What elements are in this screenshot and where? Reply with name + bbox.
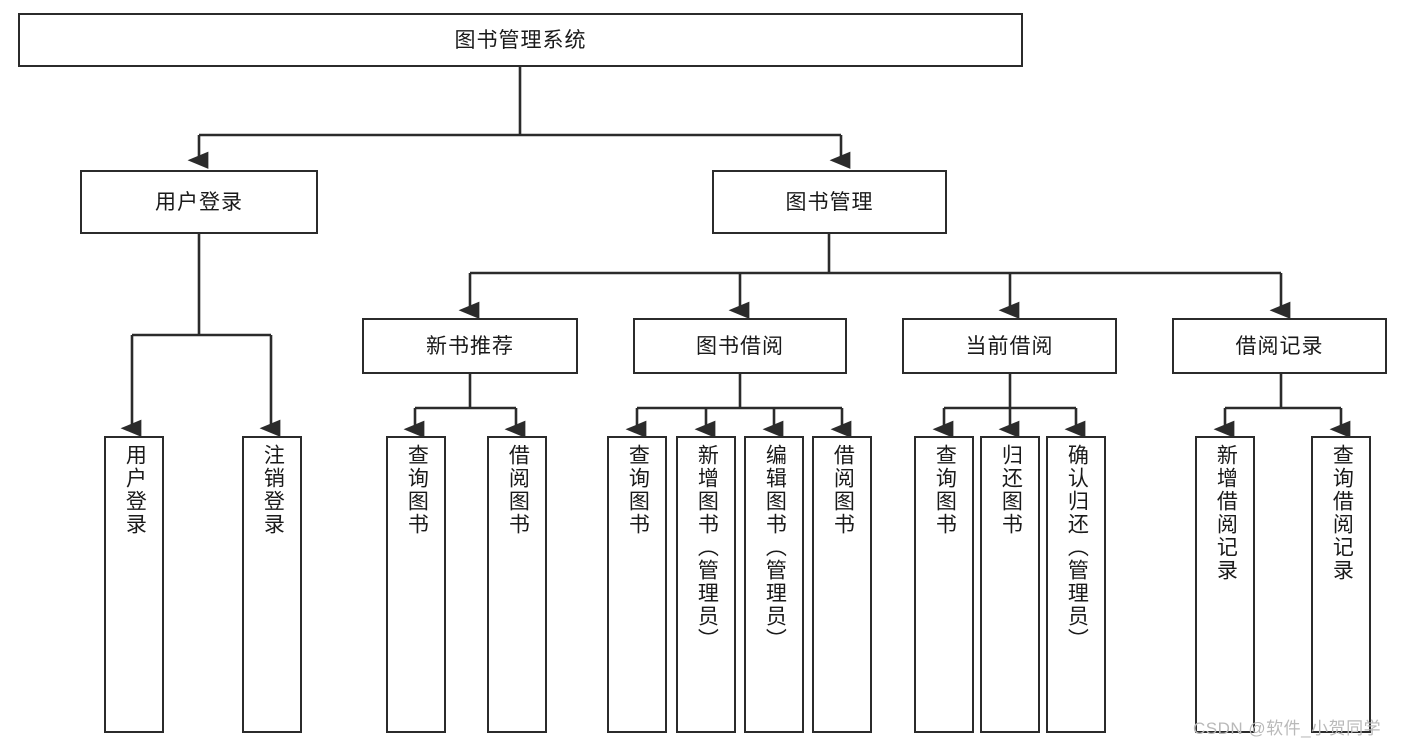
- leaf-label: 查询图书: [626, 444, 650, 536]
- leaf-borrow-record-query[interactable]: 查询借阅记录: [1311, 436, 1371, 733]
- leaf-label: 借阅图书: [506, 444, 530, 536]
- leaf-book-borrow-add[interactable]: 新增图书（管理员）: [676, 436, 736, 733]
- leaf-current-borrow-query[interactable]: 查询图书: [914, 436, 974, 733]
- leaf-new-book-borrow[interactable]: 借阅图书: [487, 436, 547, 733]
- node-current-borrow[interactable]: 当前借阅: [902, 318, 1117, 374]
- leaf-current-borrow-confirm-return[interactable]: 确认归还（管理员）: [1046, 436, 1106, 733]
- leaf-book-borrow-borrow[interactable]: 借阅图书: [812, 436, 872, 733]
- leaf-user-login-logout[interactable]: 注销登录: [242, 436, 302, 733]
- node-book-borrow-label: 图书借阅: [696, 334, 784, 358]
- csdn-watermark: CSDN @软件_小贺同学: [1193, 719, 1382, 738]
- node-current-borrow-label: 当前借阅: [965, 334, 1054, 358]
- node-book-management[interactable]: 图书管理: [712, 170, 947, 234]
- node-root-label: 图书管理系统: [454, 28, 587, 52]
- node-book-borrow[interactable]: 图书借阅: [633, 318, 847, 374]
- leaf-current-borrow-return[interactable]: 归还图书: [980, 436, 1040, 733]
- leaf-label: 借阅图书: [831, 444, 855, 536]
- node-user-login[interactable]: 用户登录: [80, 170, 318, 234]
- leaf-borrow-record-add[interactable]: 新增借阅记录: [1195, 436, 1255, 733]
- leaf-label: 用户登录: [123, 444, 147, 536]
- leaf-label: 编辑图书（管理员）: [763, 444, 787, 651]
- node-new-book-recommend-label: 新书推荐: [426, 334, 514, 358]
- leaf-label: 查询图书: [405, 444, 429, 536]
- node-borrow-record[interactable]: 借阅记录: [1172, 318, 1387, 374]
- node-new-book-recommend[interactable]: 新书推荐: [362, 318, 578, 374]
- leaf-label: 确认归还（管理员）: [1065, 444, 1089, 651]
- node-book-management-label: 图书管理: [785, 190, 874, 214]
- leaf-new-book-query[interactable]: 查询图书: [386, 436, 446, 733]
- leaf-label: 查询借阅记录: [1330, 444, 1354, 582]
- leaf-book-borrow-query[interactable]: 查询图书: [607, 436, 667, 733]
- leaf-label: 新增图书（管理员）: [695, 444, 719, 651]
- node-user-login-label: 用户登录: [155, 190, 243, 214]
- leaf-book-borrow-edit[interactable]: 编辑图书（管理员）: [744, 436, 804, 733]
- leaf-label: 注销登录: [261, 444, 285, 536]
- leaf-label: 新增借阅记录: [1214, 444, 1238, 582]
- node-root[interactable]: 图书管理系统: [18, 13, 1023, 67]
- leaf-label: 归还图书: [999, 444, 1023, 536]
- leaf-label: 查询图书: [933, 444, 957, 536]
- leaf-user-login-login[interactable]: 用户登录: [104, 436, 164, 733]
- node-borrow-record-label: 借阅记录: [1235, 334, 1324, 358]
